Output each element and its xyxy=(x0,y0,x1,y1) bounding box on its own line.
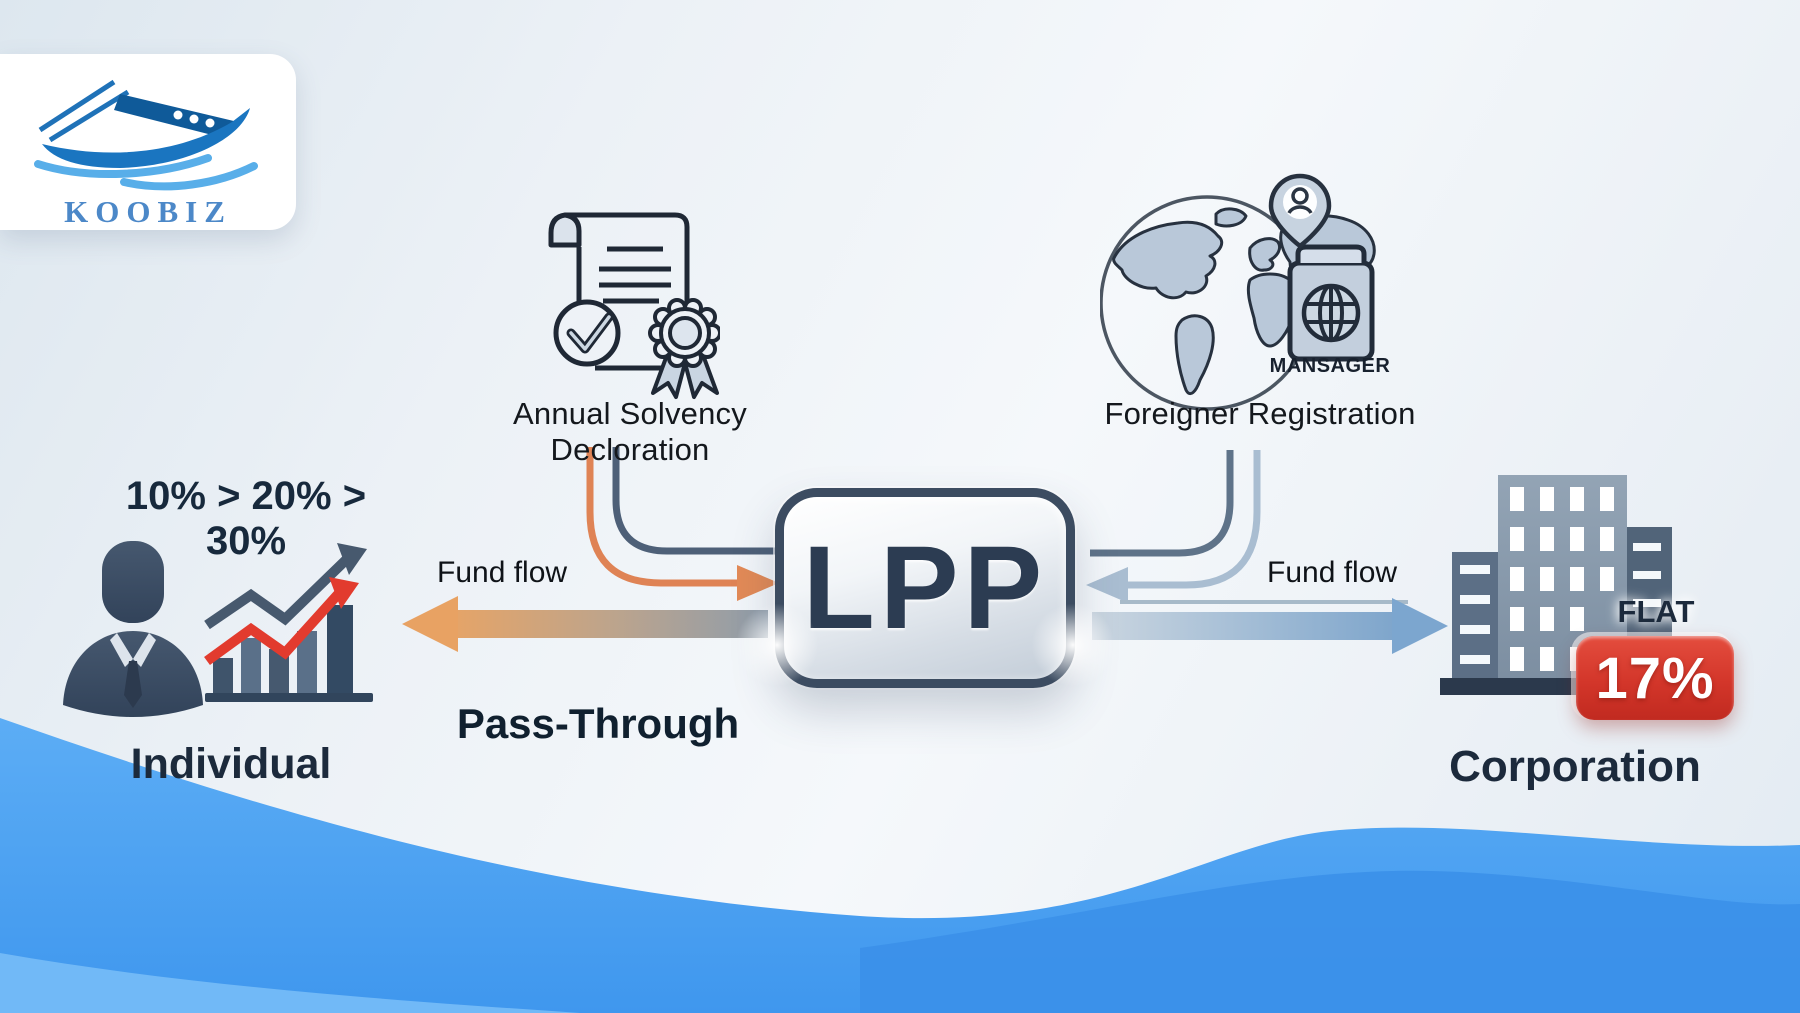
businessman-icon xyxy=(63,541,203,717)
boat-logo-icon xyxy=(34,79,258,191)
award-ribbon-icon xyxy=(648,298,720,399)
fund-flow-right-arrow xyxy=(1092,598,1448,654)
growth-chart-icon xyxy=(204,543,373,702)
certificate-document-icon xyxy=(548,212,720,399)
light-flare xyxy=(732,600,822,690)
brand-card: KOOBIZ xyxy=(0,54,296,230)
location-pin-icon xyxy=(1268,173,1332,249)
solvency-connector-orange xyxy=(586,447,737,587)
pass-through-label: Pass-Through xyxy=(456,700,740,747)
tax-rate-value: 17% xyxy=(1595,645,1715,711)
fund-flow-left-label: Fund flow xyxy=(437,556,568,589)
foreigner-node-label: Foreigner Registration xyxy=(1104,396,1416,431)
brand-name: KOOBIZ xyxy=(64,194,232,229)
wave-light-stripe xyxy=(0,953,580,1013)
fund-flow-left-arrow xyxy=(402,596,768,652)
tax-rate-badge: 17% xyxy=(1576,636,1734,720)
passport-icon xyxy=(1287,244,1375,362)
foreigner-arrowhead xyxy=(1086,567,1128,603)
solvency-connector-navy xyxy=(612,447,776,555)
solvency-arrowhead xyxy=(737,565,779,601)
individual-tax-rates: 10% > 20% > 30% xyxy=(125,474,367,563)
foreigner-connector-dark xyxy=(1090,450,1234,557)
businessman-chart-icon xyxy=(63,541,373,717)
individual-label: Individual xyxy=(130,740,332,788)
passport-caption: MANSAGER xyxy=(1269,355,1391,377)
lpp-label: LPP xyxy=(802,522,1048,654)
wave-deep xyxy=(860,870,1800,1013)
solvency-node-label: Annual Solvency Decloration xyxy=(513,396,747,467)
foreigner-connector-light xyxy=(1128,450,1261,589)
world-map-icon xyxy=(1100,173,1376,411)
flat-tax-label: FLAT xyxy=(1617,594,1695,629)
fund-flow-right-label: Fund flow xyxy=(1267,556,1398,589)
lpp-entity-box: LPP xyxy=(775,488,1075,688)
light-flare xyxy=(1028,600,1118,690)
corporation-label: Corporation xyxy=(1449,742,1701,791)
